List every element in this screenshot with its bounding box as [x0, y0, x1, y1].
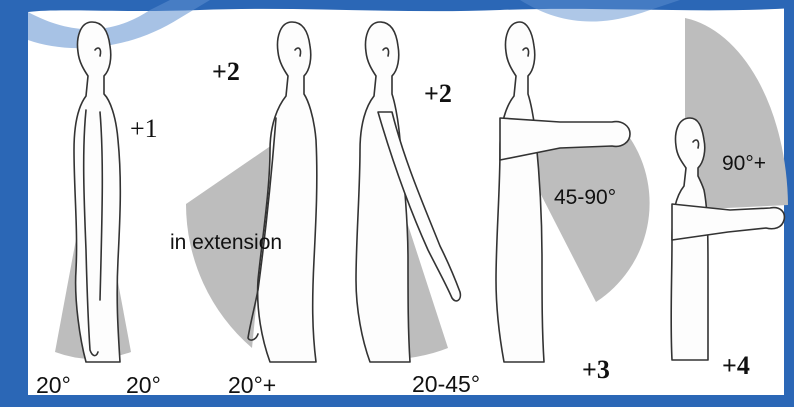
angle-label-1-right: 20°: [126, 372, 161, 398]
angle-label-3: 20-45°: [412, 371, 480, 397]
panel-2-extension: +2 in extension 20°+: [170, 22, 317, 398]
panel-5-full-flexion: 90°+ +4: [671, 18, 788, 380]
panel-1-neutral: +1 20° 20°: [36, 22, 161, 398]
panel-3-mild-flexion: +2 20-45°: [356, 22, 480, 397]
score-label-1: +1: [130, 114, 158, 143]
score-label-5: +4: [722, 351, 750, 380]
angle-label-4: 45-90°: [554, 186, 616, 209]
angle-label-2-bottom: 20°+: [228, 372, 276, 398]
angle-label-1-left: 20°: [36, 372, 71, 398]
panel-4-moderate-flexion: 45-90° +3: [496, 22, 650, 384]
body-figure-3: [356, 22, 460, 362]
score-label-2: +2: [212, 57, 240, 86]
score-label-3: +2: [424, 79, 452, 108]
score-label-4: +3: [582, 355, 610, 384]
angle-label-2-extension: in extension: [170, 231, 282, 254]
angle-label-5: 90°+: [722, 152, 766, 175]
body-figure-1: [74, 22, 120, 362]
